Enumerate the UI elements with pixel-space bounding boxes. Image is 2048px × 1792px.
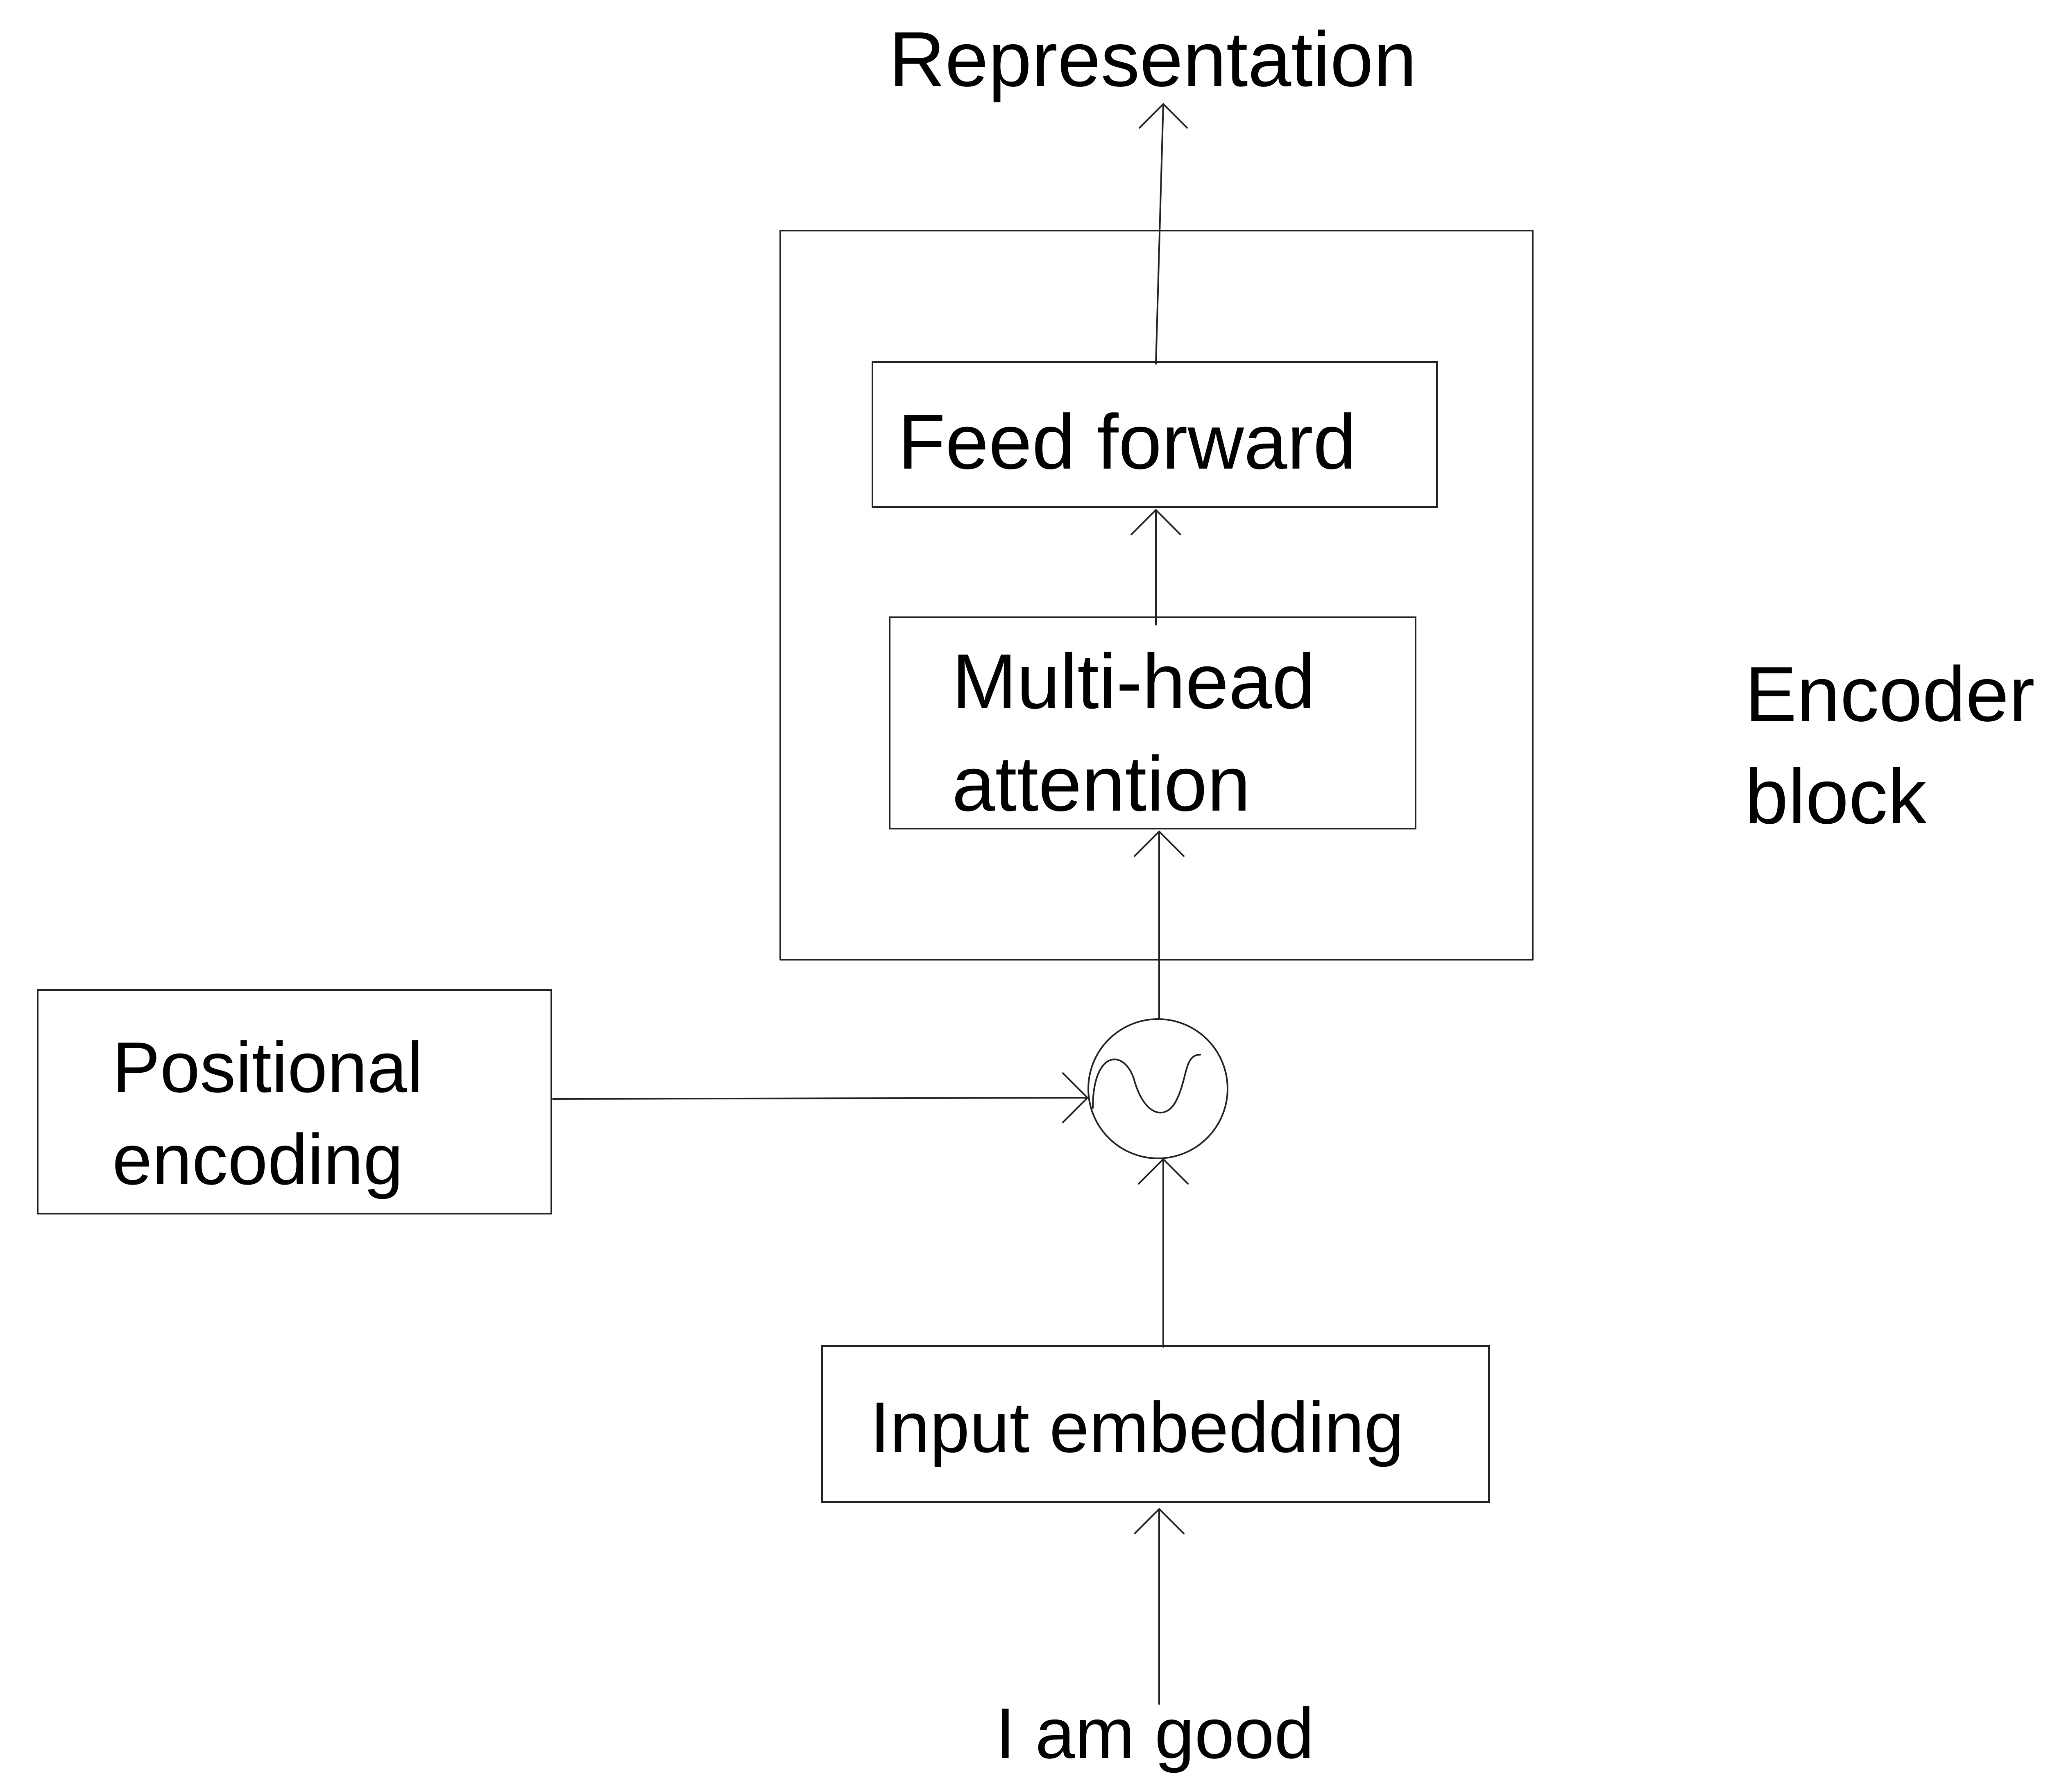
encoder-label-line1: Encoder xyxy=(1745,651,2035,738)
arrowhead-feedforward-to-representation xyxy=(1139,103,1188,129)
arrowhead-attention-to-feedforward xyxy=(1130,509,1181,535)
positional-encoding-label: Positional encoding xyxy=(112,1032,423,1196)
multi-head-attention-box: Multi-head attention xyxy=(889,616,1416,829)
multi-head-line2: attention xyxy=(952,741,1251,827)
arrowhead-embedding-to-combiner xyxy=(1138,1158,1189,1185)
encoder-label-line2: block xyxy=(1745,753,1927,840)
input-embedding-label: Input embedding xyxy=(870,1388,1404,1468)
combiner-circle xyxy=(1087,1018,1228,1159)
positional-encoding-box: Positional encoding xyxy=(37,989,552,1214)
input-sentence-label: I am good xyxy=(995,1694,1314,1774)
positional-line2: encoding xyxy=(112,1120,403,1200)
encoder-block-frame xyxy=(779,230,1534,961)
arrowhead-positional-to-combiner xyxy=(1062,1072,1088,1123)
arrow-positional-to-combiner xyxy=(552,1097,1088,1100)
feed-forward-box: Feed forward xyxy=(872,361,1438,508)
encoder-block-label: Encoder block xyxy=(1745,655,2035,836)
input-embedding-box: Input embedding xyxy=(821,1345,1490,1503)
multi-head-line1: Multi-head xyxy=(952,638,1316,725)
sine-wave-icon xyxy=(1092,1054,1201,1114)
multi-head-attention-label: Multi-head attention xyxy=(952,643,1315,823)
representation-label: Representation xyxy=(889,16,1417,103)
arrow-feedforward-to-representation xyxy=(1155,103,1164,365)
feed-forward-label: Feed forward xyxy=(898,399,1357,485)
positional-line1: Positional xyxy=(112,1028,423,1108)
arrowhead-combiner-to-attention xyxy=(1134,831,1185,857)
arrowhead-input-to-embedding xyxy=(1134,1508,1185,1534)
